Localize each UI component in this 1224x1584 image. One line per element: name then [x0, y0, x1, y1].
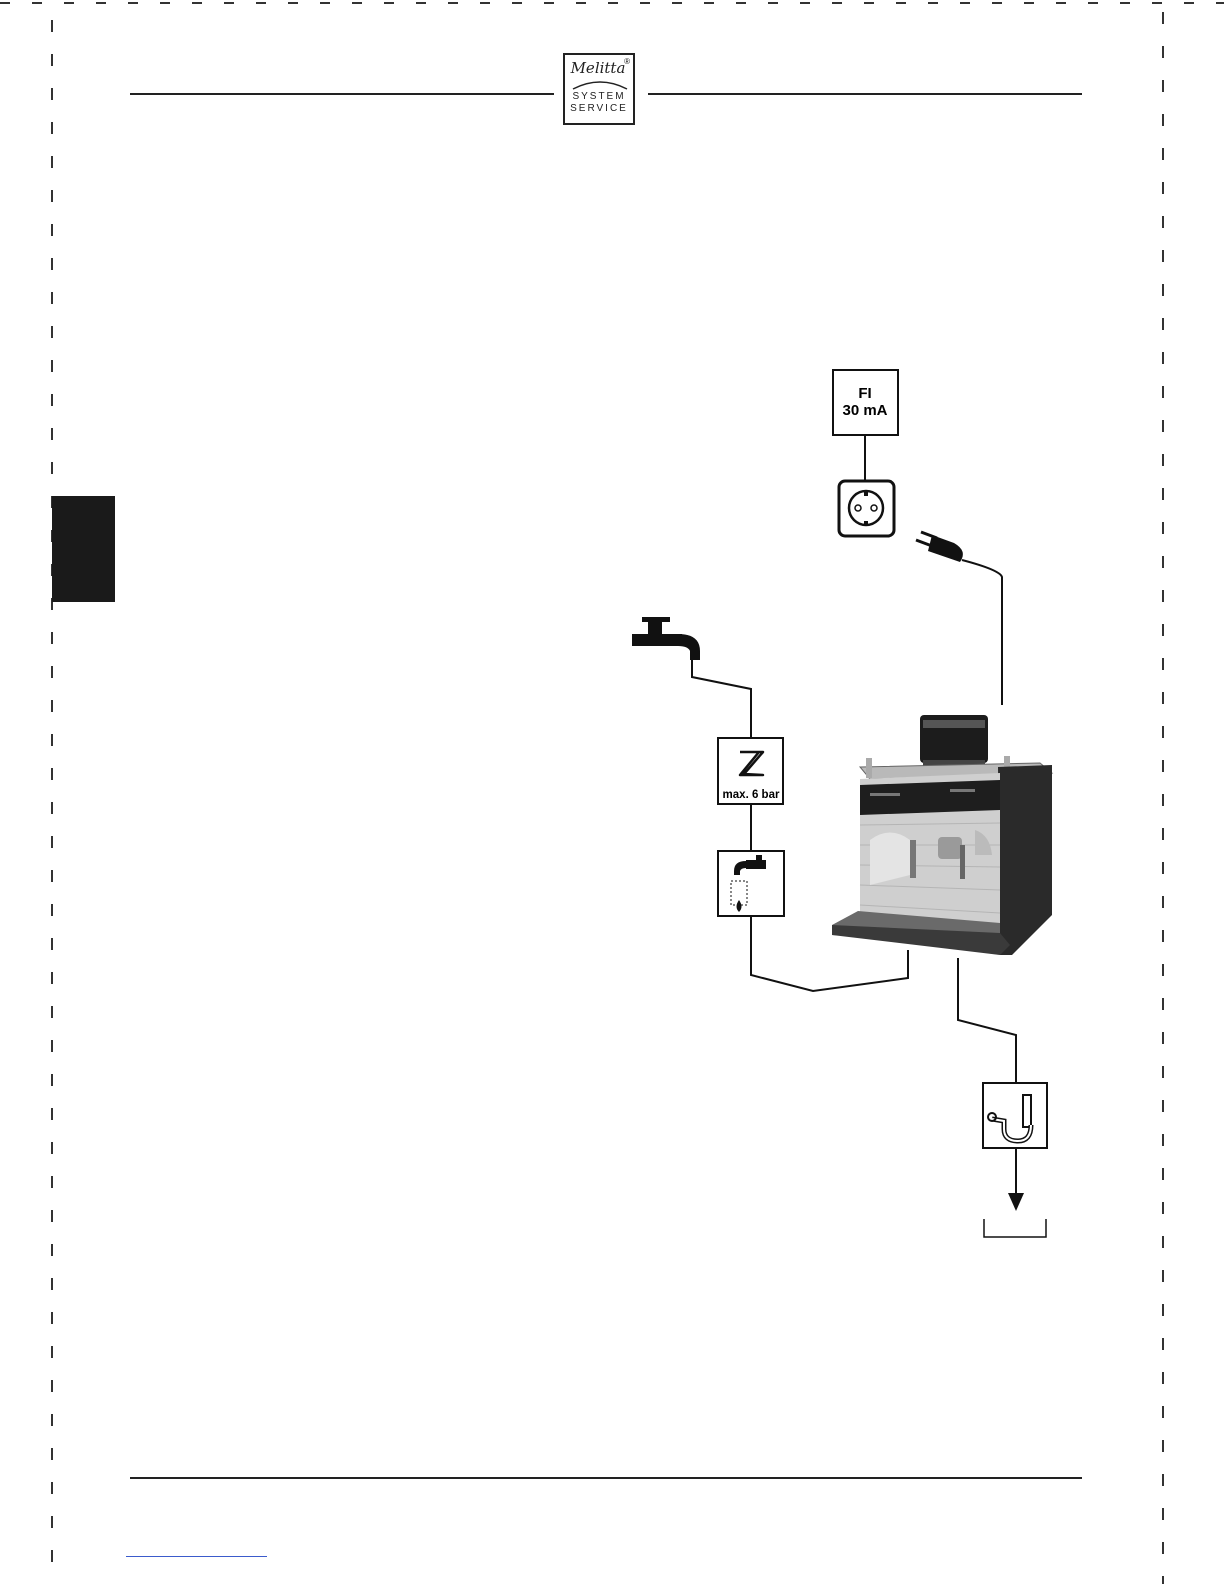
- header-rule-right: [648, 93, 1082, 95]
- fi-current-label: 30 mA: [842, 402, 887, 419]
- logo-system: SYSTEM: [565, 91, 633, 102]
- logo-brand: Melitta: [569, 59, 627, 77]
- coffee-machine: [832, 715, 1052, 955]
- header-rule-left: [130, 93, 554, 95]
- water-filter-icon: [718, 851, 784, 916]
- right-cut-line: [1160, 0, 1168, 1584]
- fi-label: FI: [858, 385, 871, 402]
- chapter-tab: [52, 496, 115, 602]
- socket-icon: [839, 481, 894, 536]
- footer-link-underline[interactable]: [126, 1556, 267, 1557]
- plug-icon: [916, 532, 963, 562]
- pressure-label: max. 6 bar: [723, 789, 780, 801]
- installation-diagram: FI 30 mA: [620, 355, 1080, 1250]
- footer-rule: [130, 1477, 1082, 1479]
- water-tap-icon: [632, 617, 700, 660]
- left-cut-line: [48, 0, 56, 1584]
- drain-arrow-icon: [984, 1148, 1046, 1237]
- logo-swoosh: [571, 77, 629, 91]
- logo-service: SERVICE: [565, 103, 633, 114]
- registered-mark: ®: [624, 57, 630, 66]
- melitta-logo: Melitta ® SYSTEM SERVICE: [563, 53, 635, 125]
- drain-trap-icon: [983, 1083, 1047, 1148]
- top-cut-line: [0, 0, 1224, 8]
